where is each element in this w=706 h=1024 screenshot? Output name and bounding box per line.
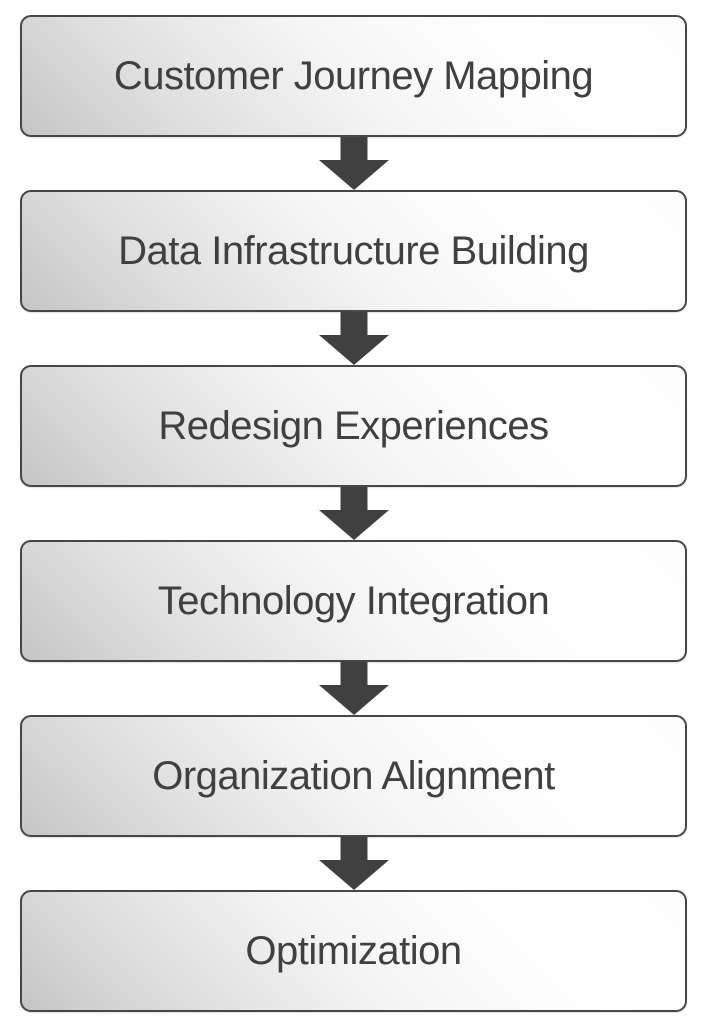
step-label: Technology Integration (157, 578, 550, 623)
connector-2 (318, 312, 389, 365)
step-box-data-infrastructure-building: Data Infrastructure Building (20, 190, 687, 312)
down-arrow-icon (318, 312, 389, 365)
down-arrow-shape (318, 487, 389, 540)
down-arrow-shape (318, 837, 389, 890)
connector-4 (318, 662, 389, 715)
down-arrow-shape (318, 312, 389, 365)
step-label: Customer Journey Mapping (113, 53, 594, 98)
step-label: Organization Alignment (152, 753, 555, 798)
step-label: Data Infrastructure Building (118, 228, 589, 273)
down-arrow-icon (318, 137, 389, 190)
connector-1 (318, 137, 389, 190)
connector-5 (318, 837, 389, 890)
down-arrow-icon (318, 487, 389, 540)
step-label: Redesign Experiences (158, 403, 549, 448)
step-box-customer-journey-mapping: Customer Journey Mapping (20, 15, 687, 137)
down-arrow-shape (318, 662, 389, 715)
step-label: Optimization (245, 928, 462, 973)
down-arrow-icon (318, 662, 389, 715)
connector-3 (318, 487, 389, 540)
step-box-redesign-experiences: Redesign Experiences (20, 365, 687, 487)
process-flow: Customer Journey Mapping Data Infrastruc… (20, 15, 687, 1012)
step-box-organization-alignment: Organization Alignment (20, 715, 687, 837)
step-box-technology-integration: Technology Integration (20, 540, 687, 662)
step-box-optimization: Optimization (20, 890, 687, 1012)
down-arrow-shape (318, 137, 389, 190)
down-arrow-icon (318, 837, 389, 890)
